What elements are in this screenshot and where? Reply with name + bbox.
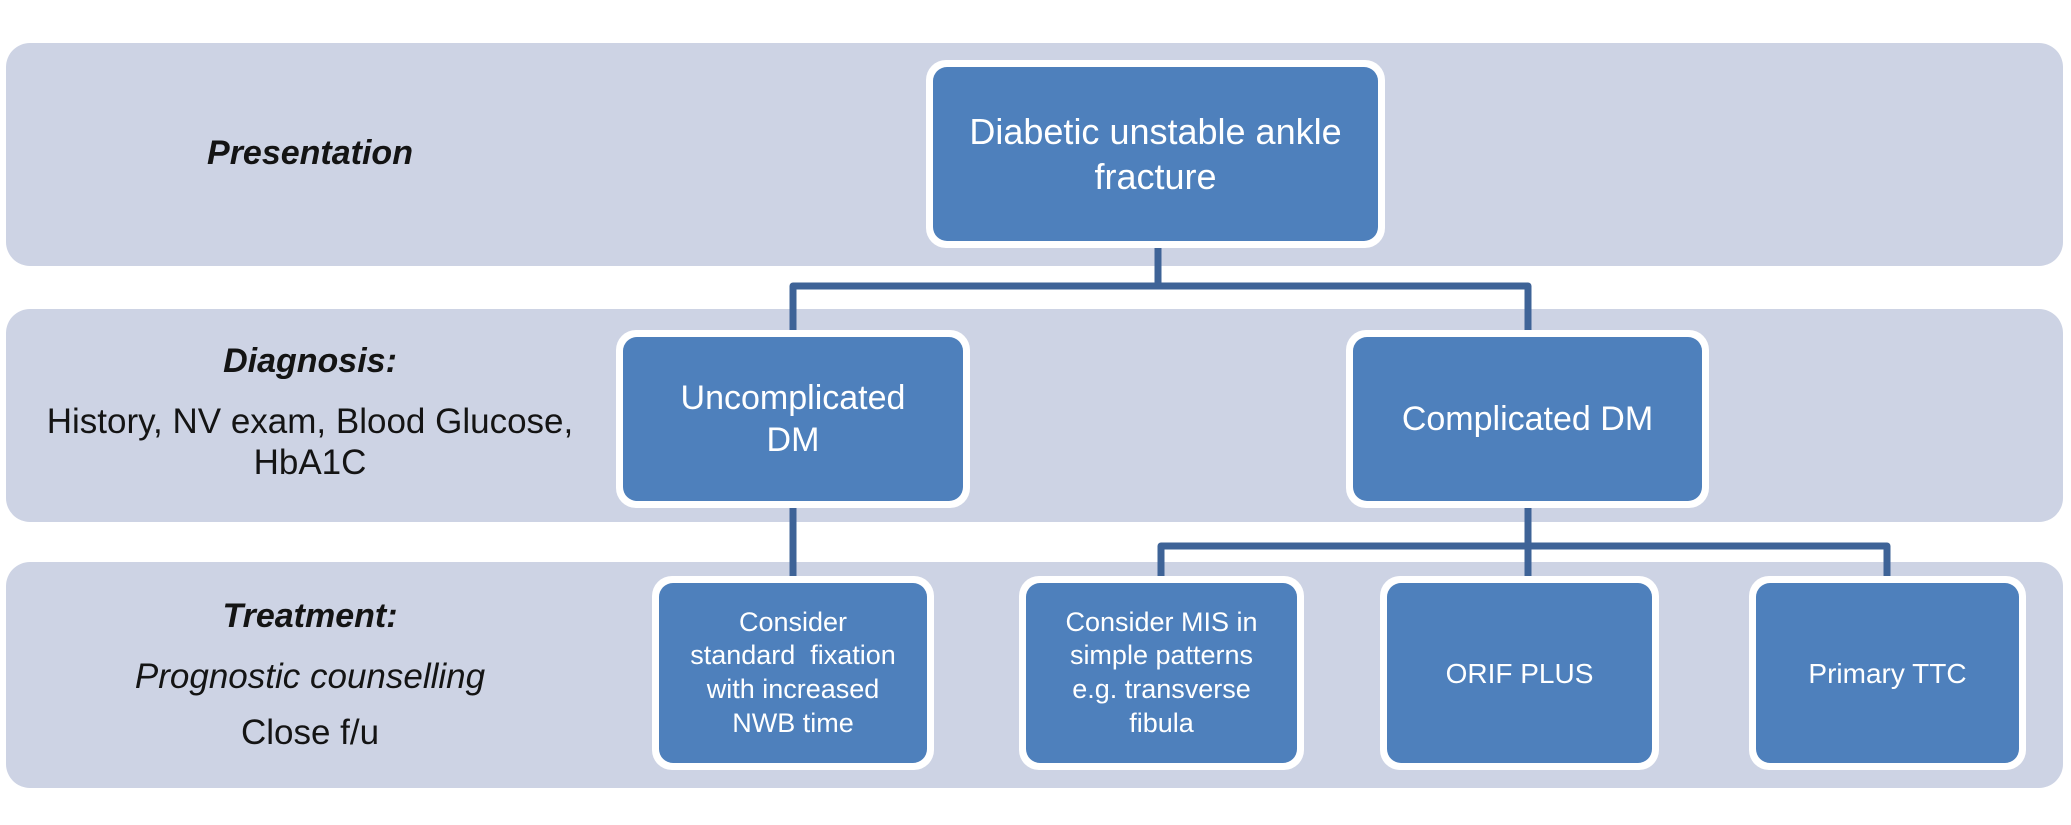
node-uncomplicated-dm-label: Uncomplicated DM [623,337,963,501]
treatment-heading: Treatment: [222,597,398,635]
node-uncomplicated-dm: Uncomplicated DM [616,330,970,508]
node-orif-plus: ORIF PLUS [1380,576,1659,770]
connector-root-to-dm-branches [789,242,1532,340]
node-complicated-dm-label: Complicated DM [1353,337,1702,501]
node-standard-fixation-label: Consider standard fixation with increase… [659,583,927,763]
node-primary-ttc-label: Primary TTC [1756,583,2019,763]
node-mis-simple-patterns: Consider MIS in simple patterns e.g. tra… [1019,576,1304,770]
treatment-detail-line-1: Prognostic counselling [134,657,486,696]
band-diagnosis [6,309,2063,522]
node-primary-ttc: Primary TTC [1749,576,2026,770]
presentation-label: Presentation [207,134,413,172]
diagnosis-detail-line-2: HbA1C [253,443,367,482]
node-mis-simple-patterns-label: Consider MIS in simple patterns e.g. tra… [1026,583,1297,763]
diagnosis-heading: Diagnosis: [223,342,397,380]
node-orif-plus-label: ORIF PLUS [1387,583,1652,763]
node-diabetic-unstable-ankle-fracture-label: Diabetic unstable ankle fracture [933,67,1378,241]
connector-treatment-branches [1157,542,1891,586]
node-diabetic-unstable-ankle-fracture: Diabetic unstable ankle fracture [926,60,1385,248]
diagnosis-detail-line-1: History, NV exam, Blood Glucose, [46,402,574,441]
node-complicated-dm: Complicated DM [1346,330,1709,508]
node-standard-fixation: Consider standard fixation with increase… [652,576,934,770]
treatment-detail-line-2: Close f/u [240,713,380,752]
